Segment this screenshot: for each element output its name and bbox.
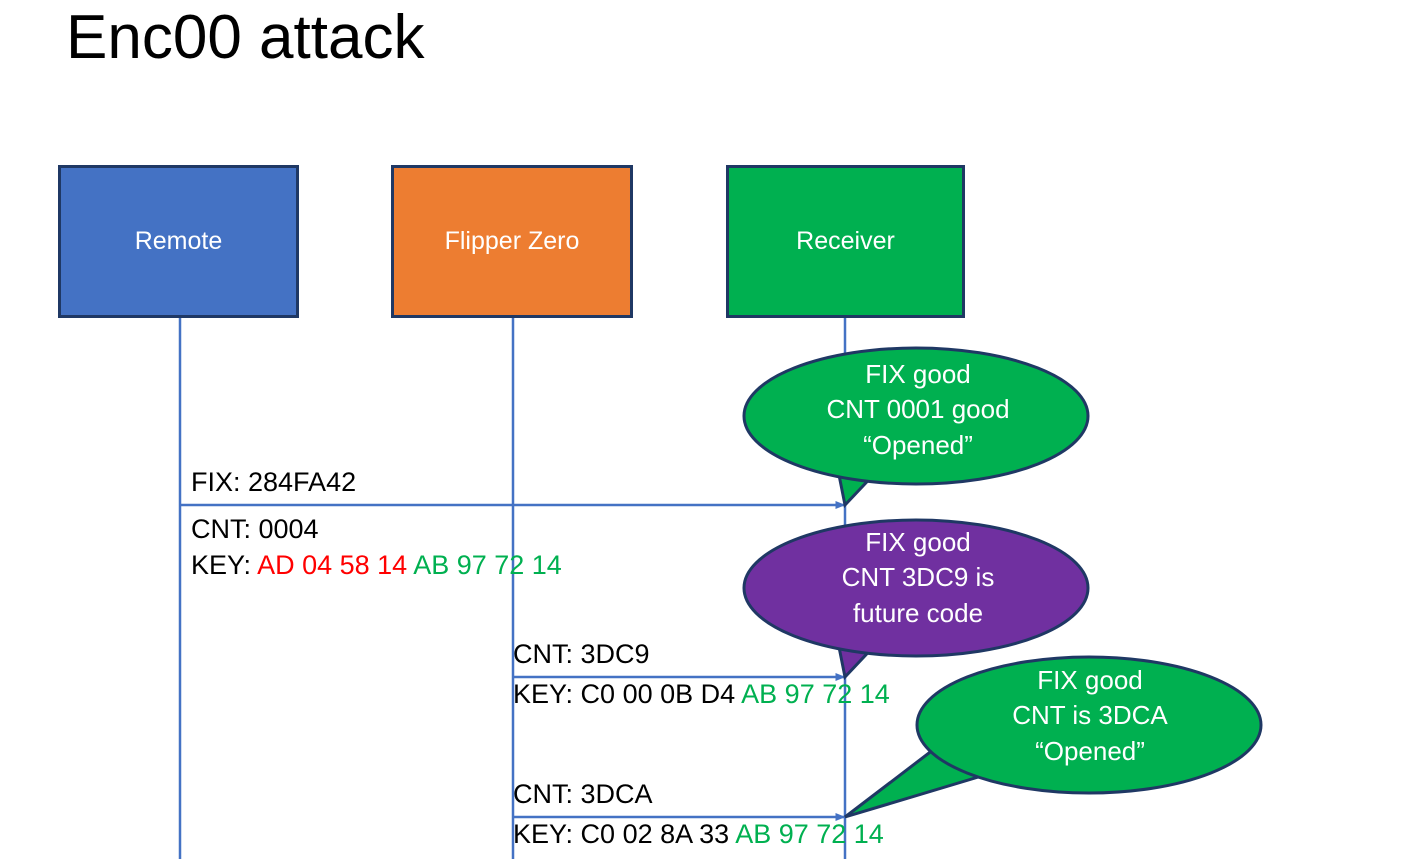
callout-1-line-2: CNT 0001 good	[826, 394, 1010, 425]
actor-label-receiver: Receiver	[796, 227, 895, 255]
key-prefix-2: KEY:	[513, 679, 581, 709]
message-label-key-2: KEY: C0 00 0B D4 AB 97 72 14	[513, 681, 890, 708]
message-label-cnt-0004: CNT: 0004	[191, 514, 319, 544]
callout-1-line-1: FIX good	[865, 359, 971, 389]
callout-3-line-2: CNT is 3DCA	[1012, 700, 1168, 731]
key-prefix-3: KEY:	[513, 819, 581, 849]
key-hex-green-2: AB 97 72 14	[741, 679, 890, 709]
message-label-key-3: KEY: C0 02 8A 33 AB 97 72 14	[513, 821, 884, 848]
callout-3-line-1: FIX good	[1037, 665, 1143, 695]
actor-box-flipper-zero[interactable]: Flipper Zero	[391, 165, 633, 318]
callout-2-line-1: FIX good	[865, 527, 971, 557]
key-hex-green-3: AB 97 72 14	[735, 819, 884, 849]
callout-1-text: FIX good CNT 0001 good “Opened”	[768, 357, 1068, 463]
actor-label-remote: Remote	[134, 227, 223, 255]
callout-3-line-3: “Opened”	[1035, 735, 1145, 766]
message-label-cnt-3dc9: CNT: 3DC9	[513, 639, 650, 669]
callout-2-text: FIX good CNT 3DC9 is future code	[768, 525, 1068, 631]
callout-1-line-3: “Opened”	[863, 429, 973, 460]
callout-2-line-3: future code	[852, 597, 984, 628]
key-hex-red-1: AD 04 58 14	[257, 550, 408, 580]
page-title: Enc00 attack	[66, 3, 425, 72]
message-label-fix: FIX: 284FA42	[191, 467, 357, 497]
message-label-cnt-3dca: CNT: 3DCA	[513, 779, 653, 809]
key-hex-black-2: C0 00 0B D4	[580, 679, 736, 709]
key-hex-black-3: C0 02 8A 33	[580, 819, 730, 849]
callout-3-text: FIX good CNT is 3DCA “Opened”	[940, 663, 1240, 769]
message-label-key-1: KEY: AD 04 58 14 AB 97 72 14	[191, 552, 562, 579]
key-prefix-1: KEY:	[191, 550, 258, 580]
actor-box-receiver[interactable]: Receiver	[726, 165, 965, 318]
actor-box-remote[interactable]: Remote	[58, 165, 299, 318]
actor-label-flipper-zero: Flipper Zero	[444, 227, 580, 255]
callout-2-line-2: CNT 3DC9 is	[841, 562, 995, 593]
key-hex-green-1: AB 97 72 14	[413, 550, 562, 580]
